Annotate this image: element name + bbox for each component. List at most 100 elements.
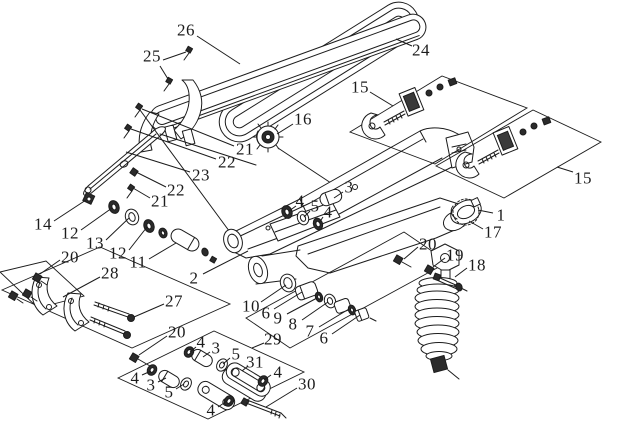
- pivot-bushing-row: [278, 272, 376, 322]
- leader-linkage-bracket: [63, 277, 100, 297]
- group-box-bracket: [2, 247, 230, 348]
- part-label-bearing-ring: 5: [231, 344, 241, 364]
- leader-slider-washer: [131, 129, 216, 159]
- leader-pivot-bushing: [332, 315, 360, 334]
- part-label-seal-ring: 4: [130, 368, 140, 388]
- part-label-link-bolt: 20: [168, 322, 186, 342]
- leader-dust-seal: [302, 302, 328, 320]
- part-label-pivot-bushing: 6: [261, 303, 271, 323]
- leader-chain-roller: [277, 124, 293, 134]
- shock-absorber: [393, 244, 467, 379]
- part-label-shock-bolt: 18: [468, 255, 486, 275]
- part-label-pivot-washer: 12: [109, 243, 127, 263]
- leader-bushing-sleeve: [158, 378, 166, 382]
- part-label-slider-washer: 22: [218, 152, 236, 172]
- part-label-bushing-sleeve: 3: [146, 375, 156, 395]
- leader-chain-adjuster-left: [370, 92, 393, 106]
- part-label-link-arm: 31: [246, 352, 264, 372]
- part-label-chain-adjuster-left: 15: [351, 77, 369, 97]
- part-label-dust-seal: 8: [288, 314, 298, 334]
- chain-roller: [253, 122, 283, 152]
- part-label-pivot-seal: 13: [86, 233, 104, 253]
- leader-slider-washer: [136, 172, 166, 187]
- leader-slider-bolt: [133, 188, 150, 198]
- part-label-bearing-ring: 5: [310, 196, 320, 216]
- part-label-bushing-sleeve: 3: [344, 177, 354, 197]
- leader-axle-adjuster-plate: [469, 221, 483, 229]
- part-label-swingarm: 2: [189, 268, 199, 288]
- leader-bearing-ring: [223, 358, 230, 364]
- part-label-bracket-bolt: 20: [61, 247, 79, 267]
- swingarm-bushings-upper: [280, 188, 343, 232]
- leader-bushing-sleeve: [203, 352, 210, 357]
- part-label-pivot-cap-ring: 10: [242, 296, 260, 316]
- part-label-guard-screws: 25: [143, 46, 161, 66]
- part-label-link-bolt-long: 30: [298, 374, 316, 394]
- leader-chain-slider: [126, 152, 190, 172]
- part-label-drive-chain: 24: [412, 40, 430, 60]
- part-label-linkage-assembly: 29: [264, 329, 282, 349]
- leader-thrust-washer: [287, 298, 317, 314]
- leader-bearing-ring: [176, 384, 184, 389]
- leader-thrust-washer: [319, 309, 349, 327]
- leader-chain-guard: [197, 36, 240, 64]
- part-label-rear-axle-hub: 1: [496, 205, 506, 225]
- leader-seal-ring: [142, 371, 151, 375]
- linkage-brackets: [8, 273, 89, 331]
- chain-adjuster: [362, 78, 457, 139]
- leader-rear-axle-hub: [478, 210, 493, 213]
- leader-slider-bolt: [142, 109, 234, 146]
- leader-shock-top-nut: [404, 247, 418, 259]
- leader-seal-ring: [264, 375, 271, 380]
- part-label-chain-guard: 26: [177, 20, 195, 40]
- part-label-slider-washer: 22: [167, 180, 185, 200]
- leader-seal-ring: [319, 217, 323, 223]
- leader-pivot-seal: [106, 218, 129, 240]
- leader-link-bolt: [139, 336, 167, 355]
- leader-seal-ring: [289, 206, 296, 211]
- rear-axle-hub: [440, 195, 485, 234]
- leader-shock-bolt: [455, 268, 467, 277]
- leader-seal-ring: [218, 401, 227, 407]
- part-label-bearing-ring: 5: [164, 382, 174, 402]
- part-label-bracket-bolt-long: 27: [165, 291, 183, 311]
- leader-pivot-spacer-tube: [149, 243, 176, 259]
- leader-pivot-cap-ring: [261, 285, 286, 302]
- leader-link-bolt-long: [266, 388, 297, 407]
- swingarm: [220, 128, 474, 286]
- part-label-pivot-bushing: 6: [319, 328, 329, 348]
- leader-pivot-bushing: [274, 292, 302, 309]
- part-label-pivot-spacer-tube: 11: [129, 252, 147, 272]
- leader-pivot-washer: [81, 208, 112, 230]
- part-label-chain-slider: 23: [192, 165, 210, 185]
- leader-lines: [40, 36, 573, 407]
- leader-bushing-sleeve: [334, 192, 343, 198]
- part-label-pivot-nut: 14: [34, 214, 52, 234]
- part-label-seal-ring: 4: [273, 362, 283, 382]
- leader-bracket-bolt: [40, 260, 60, 274]
- part-label-shock-top-nut: 20: [419, 234, 437, 254]
- part-label-thrust-washer: 7: [305, 321, 315, 341]
- part-label-seal-ring: 4: [196, 332, 206, 352]
- leader-guard-screws: [160, 66, 168, 79]
- part-label-seal-ring: 4: [206, 400, 216, 420]
- part-label-chain-roller: 16: [294, 109, 312, 129]
- leader-link-arm: [242, 366, 248, 371]
- leader-guard-screws: [163, 52, 186, 60]
- part-label-seal-ring: 4: [323, 202, 333, 222]
- leader-swingarm: [203, 251, 248, 274]
- leader-linkage-assembly: [252, 343, 264, 348]
- bracket-bolts-long: [90, 302, 135, 339]
- leader-bracket-bolt-long: [134, 304, 164, 317]
- part-label-shock-washer-nut: 19: [446, 245, 464, 265]
- part-label-linkage-bracket: 28: [101, 263, 119, 283]
- leader-bearing-ring: [304, 211, 310, 217]
- part-label-seal-ring: 4: [295, 191, 305, 211]
- slider-fasteners: [119, 103, 142, 198]
- suspension-linkage: [129, 345, 286, 418]
- pivot-hardware-row: [83, 192, 217, 263]
- leader-pivot-washer: [129, 227, 147, 250]
- part-label-slider-bolt: 21: [151, 191, 169, 211]
